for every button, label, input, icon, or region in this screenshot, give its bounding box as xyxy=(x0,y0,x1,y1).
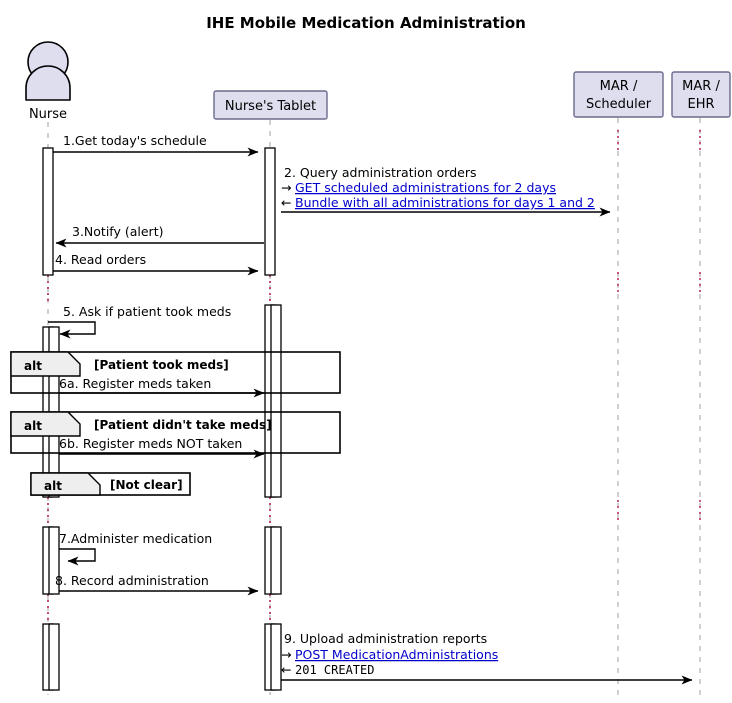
activation-nurse-3-inner xyxy=(48,526,60,595)
message-2-label: 2. Query administration orders xyxy=(284,165,476,180)
activation-tablet-1 xyxy=(264,147,276,276)
message-1[interactable]: 1.Get today's schedule xyxy=(53,133,259,157)
message-2-response-link[interactable]: Bundle with all administrations for days… xyxy=(295,195,595,210)
fragment-alt-3-keyword: alt xyxy=(44,479,62,493)
participant-scheduler[interactable]: MAR / Scheduler xyxy=(573,71,664,118)
message-6a[interactable]: 6a. Register meds taken xyxy=(59,376,265,398)
message-2-request-link[interactable]: GET scheduled administrations for 2 days xyxy=(295,180,556,195)
message-8-label: 8. Record administration xyxy=(55,573,209,588)
message-2-response-arrow-icon: ← xyxy=(281,195,291,210)
fragment-alt-2-guard: [Patient didn't take meds] xyxy=(94,418,272,432)
participant-label-ehr-line2: EHR xyxy=(687,97,714,112)
fragment-alt-3-guard: [Not clear] xyxy=(110,478,183,492)
message-9-label: 9. Upload administration reports xyxy=(284,631,487,646)
activation-tablet-2-inner xyxy=(270,304,282,498)
message-9-request-link[interactable]: POST MedicationAdministrations xyxy=(295,647,498,662)
participant-ehr[interactable]: MAR / EHR xyxy=(671,71,731,118)
message-9-response-arrow-icon: ← xyxy=(281,662,291,677)
participant-box-tablet xyxy=(213,90,328,120)
message-6b[interactable]: 6b. Register meds NOT taken xyxy=(59,436,265,459)
participant-label-ehr-line1: MAR / xyxy=(682,79,720,94)
message-6b-label: 6b. Register meds NOT taken xyxy=(59,436,242,451)
fragment-alt-3: alt [Not clear] xyxy=(30,472,191,496)
actor-body-icon xyxy=(25,65,71,101)
message-7-self-arrow xyxy=(59,548,96,566)
fragment-alt-2: alt [Patient didn't take meds] xyxy=(10,411,341,454)
activation-nurse-4-inner xyxy=(48,623,60,691)
diagram-title: IHE Mobile Medication Administration xyxy=(206,14,526,32)
participant-box-scheduler xyxy=(573,71,664,118)
message-9-request-arrow-icon: → xyxy=(281,647,291,662)
participant-label-scheduler-line2: Scheduler xyxy=(586,97,652,112)
message-4-label: 4. Read orders xyxy=(55,252,146,267)
message-4[interactable]: 4. Read orders xyxy=(53,252,259,276)
fragment-alt-1-keyword: alt xyxy=(24,359,42,373)
message-2-request-arrow-icon: → xyxy=(281,180,291,195)
message-3[interactable]: 3.Notify (alert) xyxy=(55,224,264,248)
message-8[interactable]: 8. Record administration xyxy=(55,573,259,596)
message-5-self-arrow xyxy=(48,321,96,339)
message-6a-label: 6a. Register meds taken xyxy=(59,376,211,391)
activation-nurse-1 xyxy=(42,147,54,276)
fragment-alt-3-tab xyxy=(30,472,101,496)
message-9[interactable]: 9. Upload administration reports → POST … xyxy=(281,631,693,685)
activation-tablet-4-inner xyxy=(270,623,282,691)
activation-tablet-3-inner xyxy=(270,526,282,595)
message-3-label: 3.Notify (alert) xyxy=(72,224,163,239)
message-7[interactable]: 7.Administer medication xyxy=(59,531,212,566)
participant-label-scheduler-line1: MAR / xyxy=(600,79,638,94)
participant-box-ehr xyxy=(671,71,731,118)
fragment-alt-1-tab xyxy=(10,351,81,377)
fragment-alt-1-guard: [Patient took meds] xyxy=(94,358,229,372)
message-2[interactable]: 2. Query administration orders → GET sch… xyxy=(281,165,611,217)
message-5-label: 5. Ask if patient took meds xyxy=(63,304,231,319)
message-1-label: 1.Get today's schedule xyxy=(63,133,207,148)
fragment-alt-2-keyword: alt xyxy=(24,419,42,433)
message-7-label: 7.Administer medication xyxy=(59,531,212,546)
fragment-alt-2-tab xyxy=(10,411,81,437)
participant-label-tablet: Nurse's Tablet xyxy=(225,99,316,114)
message-5[interactable]: 5. Ask if patient took meds xyxy=(48,304,231,339)
participant-nurse[interactable]: Nurse xyxy=(25,41,71,122)
message-9-response-status: 201 CREATED xyxy=(295,663,374,677)
participant-tablet[interactable]: Nurse's Tablet xyxy=(213,90,328,120)
participant-label-nurse: Nurse xyxy=(29,107,67,122)
